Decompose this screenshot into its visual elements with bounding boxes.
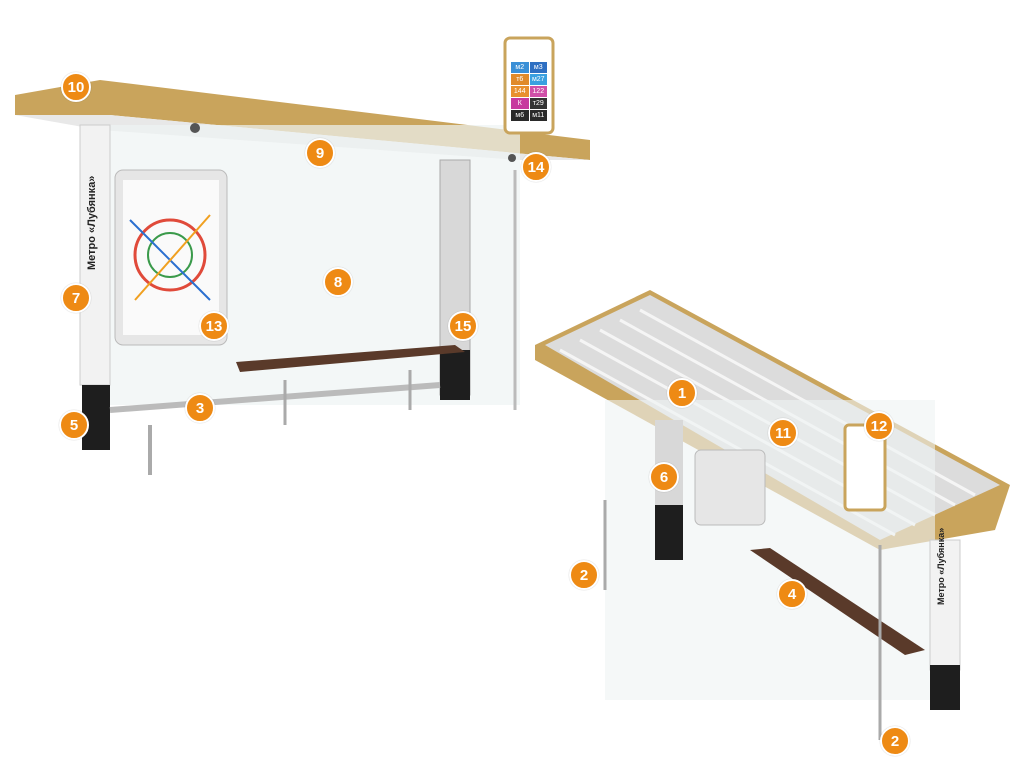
callout-3: 3 [185,393,215,423]
callout-13: 13 [199,311,229,341]
route-badge: м3 [529,62,547,73]
route-badge: т29 [529,98,547,109]
callout-4: 4 [777,579,807,609]
callout-8: 8 [323,267,353,297]
callout-15: 15 [448,311,478,341]
route-badge: м11 [529,110,547,121]
callout-2: 2 [569,560,599,590]
route-badge: т6 [511,74,529,85]
route-badge: 144 [511,86,529,97]
route-sign-front: м2 м3 т6 м27 144 122 К т29 м6 м11 [511,62,547,121]
station-name-front: Метро «Лубянка» [86,175,98,270]
callout-12: 12 [864,411,894,441]
callout-10: 10 [61,72,91,102]
callout-2b: 2 [880,726,910,756]
route-badge: 122 [529,86,547,97]
route-badge: м2 [511,62,529,73]
callout-5: 5 [59,410,89,440]
callout-1: 1 [667,378,697,408]
callout-11: 11 [768,418,798,448]
callout-9: 9 [305,138,335,168]
route-badge: К [511,98,529,109]
station-name-rear: Метро «Лубянка» [936,527,946,605]
route-badge: м6 [511,110,529,121]
route-badge: м27 [529,74,547,85]
front-shelter [15,36,590,475]
rear-shelter [535,290,1010,740]
callout-14: 14 [521,152,551,182]
callout-7: 7 [61,283,91,313]
callout-6: 6 [649,462,679,492]
